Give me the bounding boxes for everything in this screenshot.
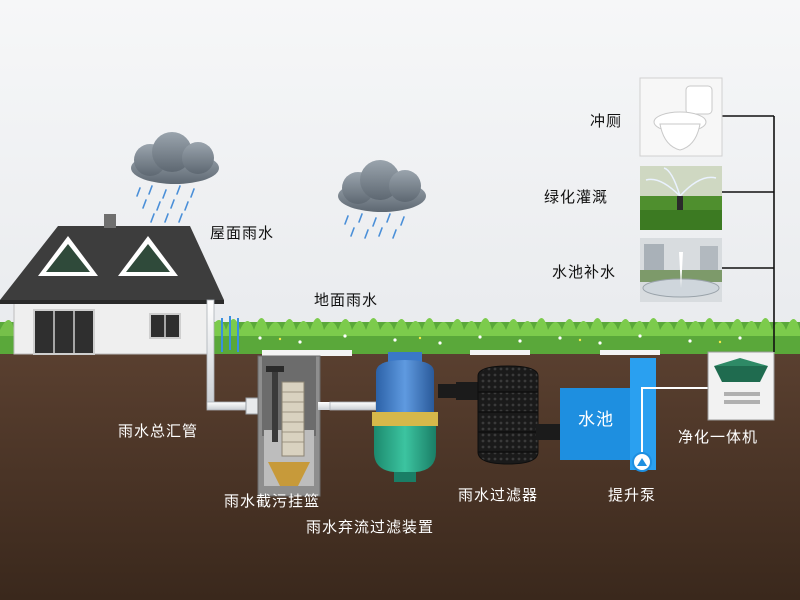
toilet-photo	[639, 77, 723, 157]
distribution-lines	[722, 115, 775, 352]
diverter-label: 雨水弃流过滤装置	[306, 518, 435, 536]
interception-basket-well	[257, 355, 332, 497]
purifier-unit	[707, 351, 775, 421]
ground-rain-label: 地面雨水	[314, 291, 379, 309]
lift-pump	[632, 396, 652, 472]
rain-filter	[456, 365, 562, 465]
supply-pipe	[641, 387, 708, 396]
rain-right	[344, 213, 405, 239]
main-pipe-label: 雨水总汇管	[118, 422, 199, 440]
first-flush-diverter	[372, 352, 458, 482]
cloud-left	[131, 132, 219, 184]
house	[0, 214, 224, 355]
fountain-photo	[640, 238, 722, 302]
ground-surface-slabs	[262, 350, 660, 356]
roof-rain-label: 屋面雨水	[210, 224, 275, 242]
cloud-right	[338, 160, 426, 212]
basket-label: 雨水截污挂篮	[224, 492, 321, 510]
filter-label: 雨水过滤器	[458, 486, 539, 504]
rain-left	[136, 185, 195, 223]
toilet-label: 冲厕	[590, 112, 623, 130]
main-collection-pipe	[206, 299, 260, 415]
purifier-label: 净化一体机	[678, 428, 759, 446]
pump-label: 提升泵	[608, 486, 657, 504]
pool-refill-label: 水池补水	[552, 263, 617, 281]
pipe-to-diverter	[329, 401, 377, 411]
tank-label: 水池	[578, 410, 614, 430]
irrigation-label: 绿化灌溉	[544, 188, 609, 206]
irrigation-photo	[640, 166, 722, 230]
